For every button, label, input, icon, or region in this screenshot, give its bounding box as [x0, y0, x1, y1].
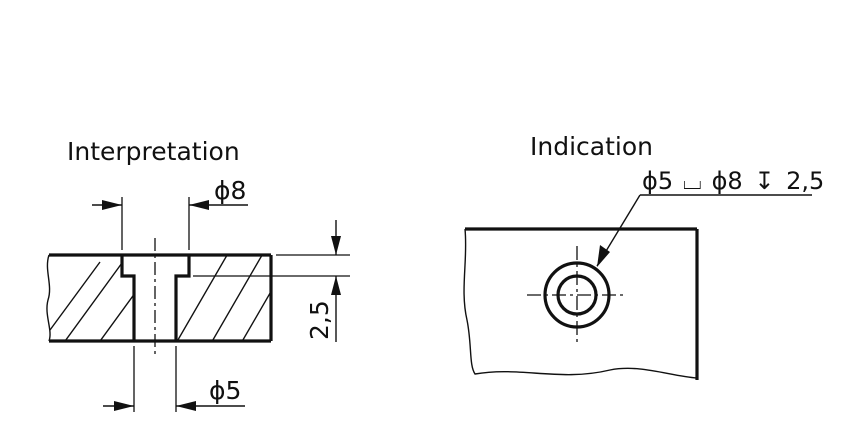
- section-hatching: [49, 255, 271, 341]
- extension-lines-counterbore: [121, 197, 190, 250]
- callout-counterbore-diameter: ϕ8: [712, 167, 743, 195]
- extension-lines-hole: [133, 346, 177, 412]
- depth-symbol: ↧: [754, 167, 774, 195]
- center-mark: [527, 246, 627, 346]
- counterbore-diameter-dimension: [92, 200, 248, 210]
- callout-depth-value: 2,5: [786, 167, 824, 195]
- counterbore-depth-dimension: [331, 220, 341, 342]
- hole-callout: ϕ5 ⌴ ϕ8 ↧ 2,5: [642, 167, 824, 195]
- leader-line: [596, 194, 812, 267]
- interpretation-title: Interpretation: [67, 137, 240, 166]
- hole-diameter-dimension: [103, 401, 245, 411]
- break-line-left: [46, 254, 51, 342]
- counterbore-diameter-label: ϕ8: [214, 176, 246, 205]
- indication-title: Indication: [530, 132, 653, 161]
- callout-hole-diameter: ϕ5: [642, 167, 673, 195]
- hole-diameter-label: ϕ5: [209, 376, 241, 405]
- counterbore-symbol: ⌴: [683, 167, 702, 195]
- indication-view: Indication ϕ5 ⌴ ϕ8 ↧ 2,5: [463, 132, 824, 380]
- plate-outline: [463, 227, 699, 380]
- counterbore-depth-label: 2,5: [305, 300, 334, 340]
- part-outline: [49, 253, 273, 343]
- extension-lines-depth: [193, 254, 350, 277]
- interpretation-view: Interpretation: [46, 137, 350, 412]
